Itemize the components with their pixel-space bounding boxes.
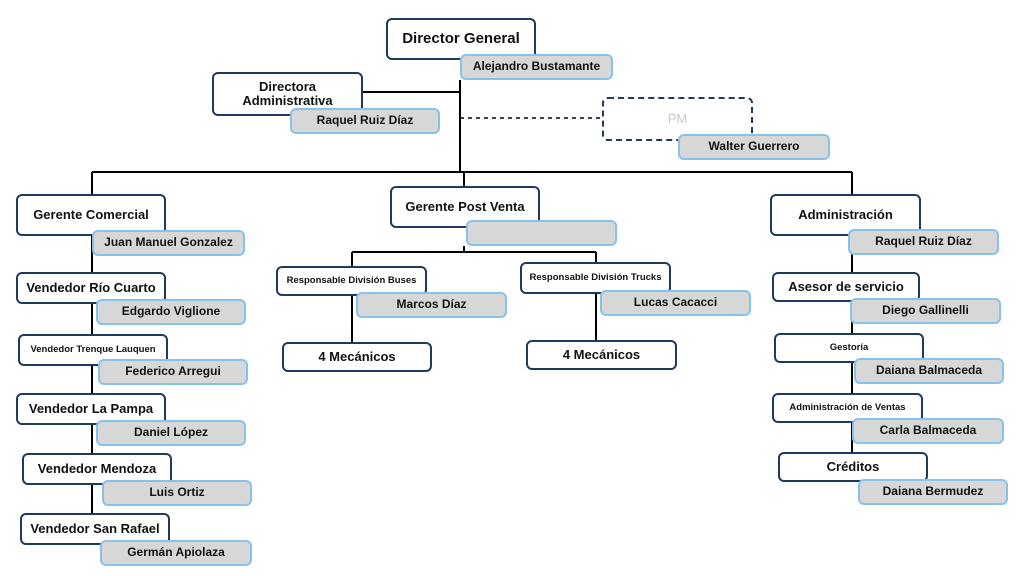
responsable-buses-box: Responsable División Buses [276,266,427,296]
pm-box: PM [602,97,753,141]
asesor-servicio-box: Asesor de servicio [772,272,920,302]
vendedor-san-rafael-box: Vendedor San Rafael [20,513,170,545]
responsable-trucks-name: Lucas Cacacci [600,290,751,316]
administracion-ventas-name: Carla Balmaceda [852,418,1004,444]
responsable-buses-name: Marcos Díaz [356,292,507,318]
vendedor-la-pampa-name: Daniel López [96,420,246,446]
gerente-comercial-name: Juan Manuel Gonzalez [92,230,245,256]
directora-administrativa-name: Raquel Ruiz Díaz [290,108,440,134]
vendedor-mendoza-name: Luis Ortiz [102,480,252,506]
vendedor-rio-cuarto-box: Vendedor Río Cuarto [16,272,166,304]
buses-mecanicos-box: 4 Mecánicos [282,342,432,372]
trucks-mecanicos-box: 4 Mecánicos [526,340,677,370]
vendedor-san-rafael-name: Germán Apiolaza [100,540,252,566]
gerente-post-venta-name [466,220,617,246]
director-general-name: Alejandro Bustamante [460,54,613,80]
vendedor-mendoza-box: Vendedor Mendoza [22,453,172,485]
gestoria-name: Daiana Balmaceda [854,358,1004,384]
director-general-box: Director General [386,18,536,60]
creditos-box: Créditos [778,452,928,482]
vendedor-trenque-lauquen-name: Federico Arregui [98,359,248,385]
responsable-trucks-box: Responsable División Trucks [520,262,671,294]
vendedor-la-pampa-box: Vendedor La Pampa [16,393,166,425]
administracion-name: Raquel Ruiz Díaz [848,229,999,255]
vendedor-rio-cuarto-name: Edgardo Viglione [96,299,246,325]
creditos-name: Daiana Bermudez [858,479,1008,505]
vendedor-trenque-lauquen-box: Vendedor Trenque Lauquen [18,334,168,366]
pm-name: Walter Guerrero [678,134,830,160]
asesor-servicio-name: Diego Gallinelli [850,298,1001,324]
gerente-comercial-box: Gerente Comercial [16,194,166,236]
